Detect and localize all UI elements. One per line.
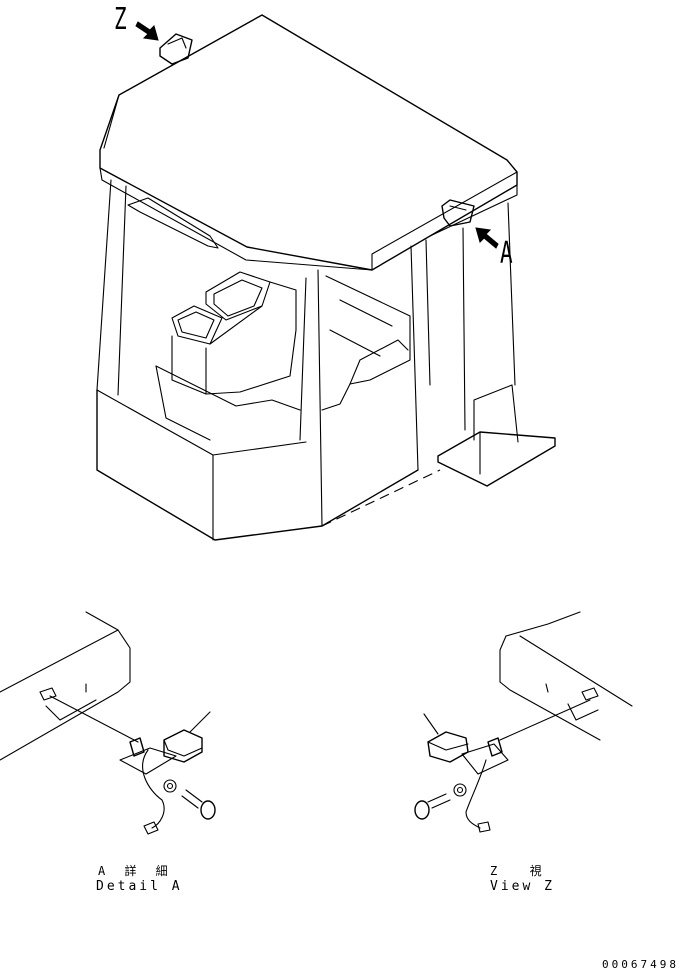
- cab-roof: [99, 14, 518, 271]
- view-z-marker-label: Z: [114, 2, 127, 37]
- view-z-drawing: [414, 611, 633, 833]
- roof-lamp-a: [441, 199, 475, 227]
- arrow-a-icon: [475, 227, 499, 249]
- cab-console: [155, 271, 411, 441]
- cab-frame: [96, 179, 556, 541]
- view-z-caption-en: View Z: [490, 879, 555, 894]
- view-z-caption-jp: Z 視: [490, 864, 548, 878]
- detail-a-caption-jp: A 詳 細: [98, 864, 174, 878]
- detail-a-marker-label: A: [500, 236, 513, 271]
- arrow-z-icon: [135, 21, 159, 41]
- roof-lamp-z: [159, 33, 193, 65]
- drawing-code: 00067498: [602, 958, 679, 971]
- detail-a-drawing: [0, 611, 216, 835]
- detail-a-caption-en: Detail A: [96, 879, 183, 894]
